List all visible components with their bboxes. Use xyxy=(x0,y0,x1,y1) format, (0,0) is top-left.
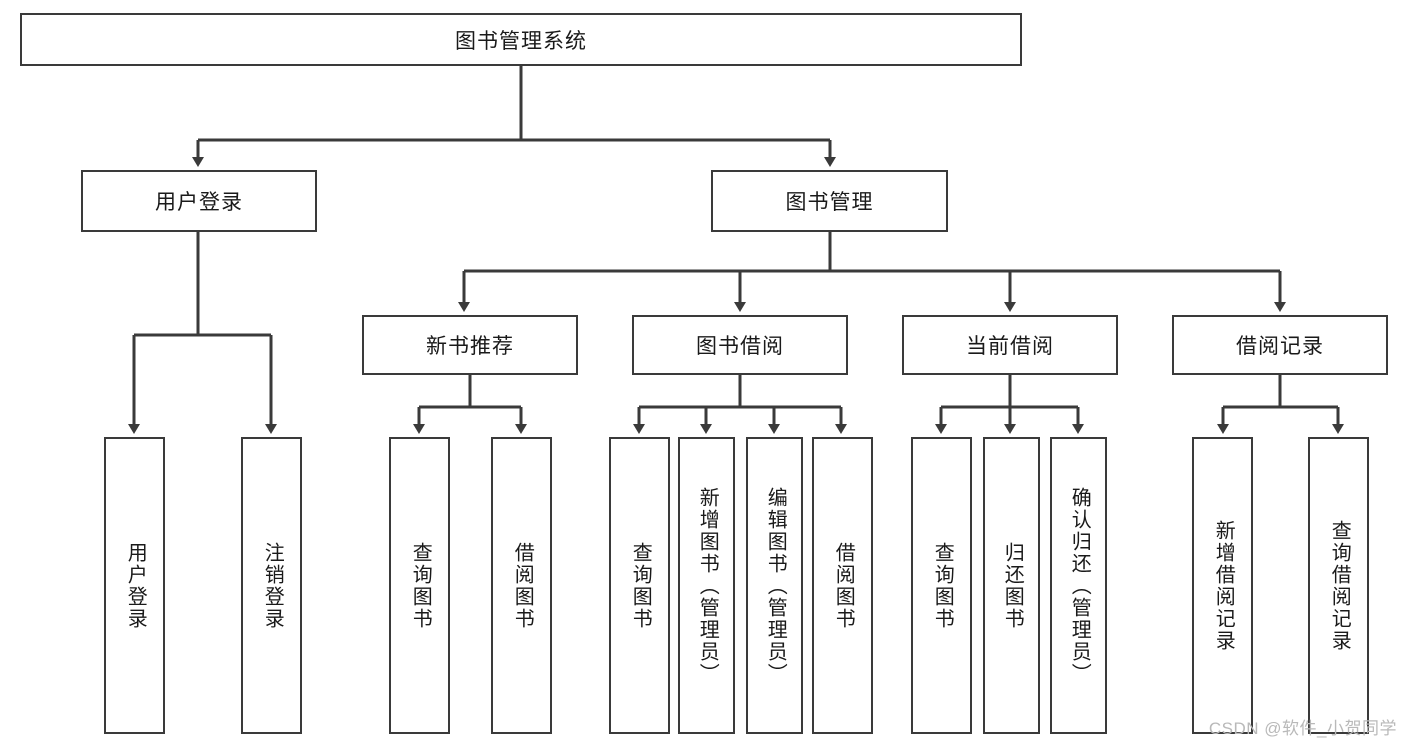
node-label: 归还图书 xyxy=(1001,541,1024,630)
leaf-user-login[interactable]: 用户登录 xyxy=(104,437,165,734)
node-label: 借阅记录 xyxy=(1236,335,1324,358)
node-label: 查询图书 xyxy=(409,541,432,630)
leaf-current-return[interactable]: 归还图书 xyxy=(983,437,1040,734)
node-label: 确认归还（管理员） xyxy=(1068,486,1091,685)
node-label: 编辑图书（管理员） xyxy=(764,486,787,685)
watermark-text: CSDN @软件_小贺同学 xyxy=(1208,719,1397,738)
leaf-user-logout[interactable]: 注销登录 xyxy=(241,437,302,734)
leaf-current-confirm-return[interactable]: 确认归还（管理员） xyxy=(1050,437,1107,734)
node-label: 查询借阅记录 xyxy=(1328,519,1351,652)
node-label: 图书管理 xyxy=(785,191,874,214)
node-user-login[interactable]: 用户登录 xyxy=(81,170,317,232)
leaf-borrow-query[interactable]: 查询图书 xyxy=(609,437,670,734)
leaf-record-query[interactable]: 查询借阅记录 xyxy=(1308,437,1369,734)
leaf-borrow-edit-book[interactable]: 编辑图书（管理员） xyxy=(746,437,803,734)
node-label: 图书借阅 xyxy=(696,335,784,358)
node-label: 查询图书 xyxy=(629,541,652,630)
node-label: 图书管理系统 xyxy=(455,29,587,53)
leaf-borrow-add-book[interactable]: 新增图书（管理员） xyxy=(678,437,735,734)
node-label: 用户登录 xyxy=(155,191,243,214)
leaf-newbook-query[interactable]: 查询图书 xyxy=(389,437,450,734)
leaf-newbook-borrow[interactable]: 借阅图书 xyxy=(491,437,552,734)
node-label: 借阅图书 xyxy=(832,541,855,630)
node-label: 当前借阅 xyxy=(966,335,1054,358)
node-label: 查询图书 xyxy=(931,541,954,630)
leaf-borrow-lend-book[interactable]: 借阅图书 xyxy=(812,437,873,734)
node-book-management[interactable]: 图书管理 xyxy=(711,170,948,232)
node-label: 新增图书（管理员） xyxy=(696,486,719,685)
node-borrow-records[interactable]: 借阅记录 xyxy=(1172,315,1388,375)
node-label: 用户登录 xyxy=(124,541,147,630)
leaf-current-query[interactable]: 查询图书 xyxy=(911,437,972,734)
node-label: 注销登录 xyxy=(261,541,284,630)
node-label: 新书推荐 xyxy=(426,335,514,358)
node-label: 新增借阅记录 xyxy=(1212,519,1235,652)
node-book-borrow[interactable]: 图书借阅 xyxy=(632,315,848,375)
node-current-borrow[interactable]: 当前借阅 xyxy=(902,315,1118,375)
node-label: 借阅图书 xyxy=(511,541,534,630)
leaf-record-add[interactable]: 新增借阅记录 xyxy=(1192,437,1253,734)
node-root-system[interactable]: 图书管理系统 xyxy=(20,13,1022,66)
node-new-book-recommend[interactable]: 新书推荐 xyxy=(362,315,578,375)
